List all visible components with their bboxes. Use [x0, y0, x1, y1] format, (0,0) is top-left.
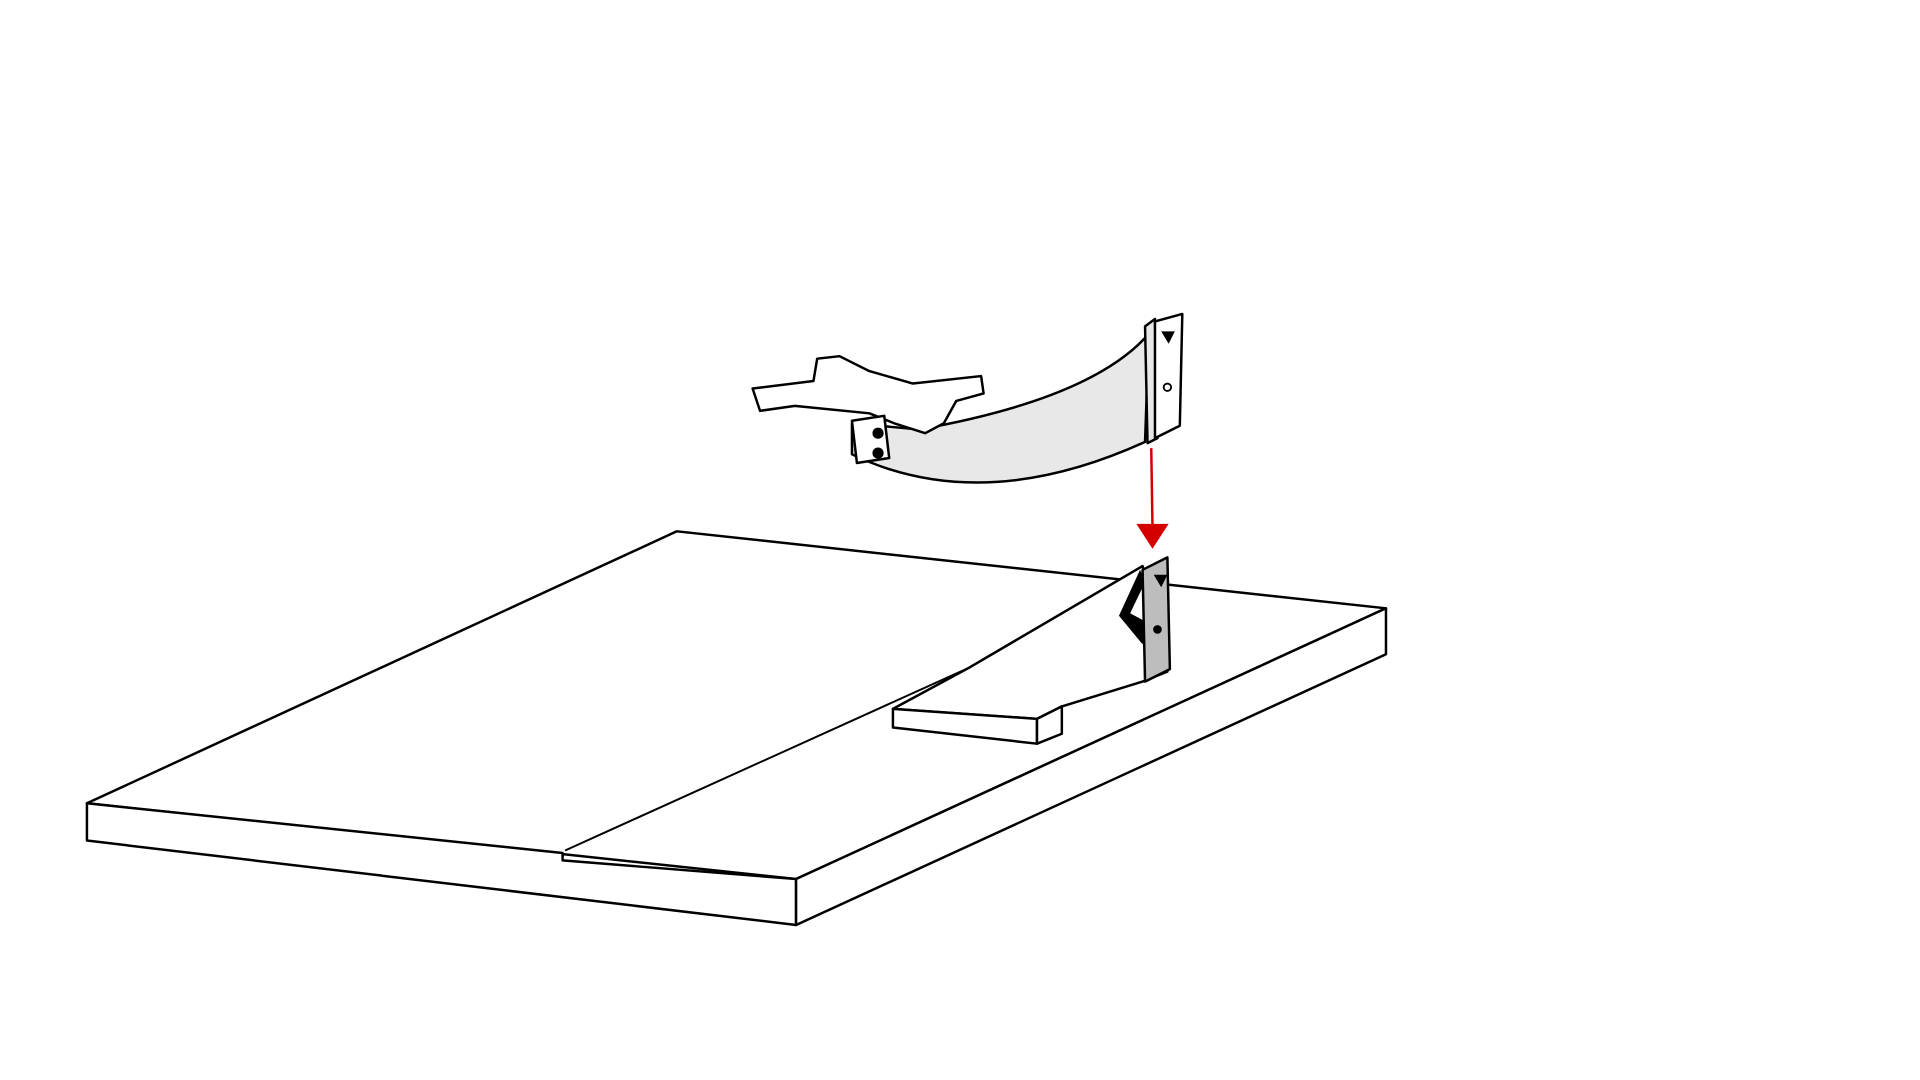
neck-screw-hole	[1153, 625, 1162, 634]
arrow-head-icon	[1136, 523, 1169, 549]
panel-side-face	[794, 607, 1388, 927]
arm-curved-band	[850, 332, 1151, 484]
arm-screw-2	[872, 447, 884, 459]
stand-base-side	[1035, 705, 1064, 745]
arm-connector-plate	[1153, 312, 1184, 440]
arm-screw-1	[872, 427, 884, 439]
stand-arm-part	[751, 312, 1184, 484]
stand-neck-on-panel	[891, 556, 1172, 745]
arm-mount-block	[850, 414, 891, 465]
insert-arrow	[1136, 448, 1169, 549]
arm-screw-hole	[1162, 382, 1173, 392]
neck-slot-icon	[1153, 574, 1168, 588]
arm-hinge-plate	[751, 354, 985, 435]
monitor-panel	[85, 530, 1388, 927]
neck-bracket	[1141, 556, 1172, 683]
neck-shadow	[1118, 569, 1147, 645]
arm-slot-icon	[1161, 331, 1175, 344]
arrow-shaft	[1150, 448, 1154, 528]
